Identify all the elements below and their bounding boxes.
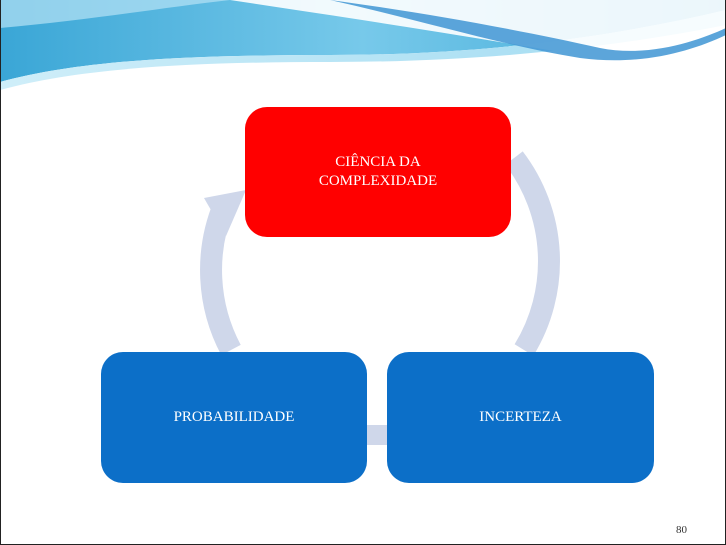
- node-probabilidade: PROBABILIDADE: [101, 352, 367, 483]
- node-incerteza: INCERTEZA: [387, 352, 654, 483]
- node-ciencia-da-complexidade: CIÊNCIA DA COMPLEXIDADE: [245, 107, 511, 237]
- header-wave-banner: [0, 0, 726, 90]
- page-number: 80: [676, 524, 687, 536]
- cycle-connector-bottom: [367, 425, 387, 445]
- cycle-arrowhead: [204, 190, 246, 236]
- cycle-arc-right: [505, 151, 560, 356]
